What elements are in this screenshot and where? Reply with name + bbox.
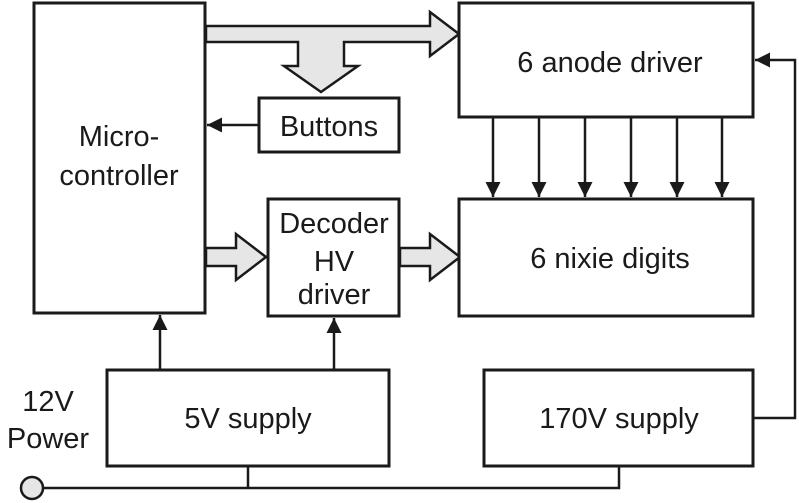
anode-driver-block (457, 1, 755, 119)
nixie-digits-label: 6 nixie digits (530, 243, 690, 275)
power-input-label-line1: 12V (22, 386, 74, 418)
microcontroller-label-line2: controller (59, 160, 179, 192)
buttons-label: Buttons (280, 111, 378, 143)
nixie-digits-block (457, 197, 755, 318)
decoder-label-line1: Decoder (279, 208, 389, 240)
power-input-label-line2: Power (7, 423, 90, 455)
decoder-label-line2: HV (314, 246, 355, 278)
bus-mcu-to-anode-driver (204, 9, 462, 94)
arrow-170v-to-anode-driver (753, 52, 797, 420)
anode-driver-label: 6 anode driver (517, 47, 703, 79)
bus-mcu-to-decoder (204, 231, 269, 283)
power-input-terminal (19, 475, 45, 501)
power-bus-line (44, 466, 621, 490)
supply-170v-label: 170V supply (539, 403, 699, 435)
decoder-label-line3: driver (298, 279, 371, 311)
decoder-hv-driver-block (266, 197, 401, 318)
microcontroller-block (32, 1, 207, 315)
bus-decoder-to-nixie (398, 231, 463, 283)
supply-5v-label: 5V supply (184, 403, 312, 435)
microcontroller-label-line1: Micro- (79, 121, 160, 153)
supply-170v-block (482, 368, 755, 468)
